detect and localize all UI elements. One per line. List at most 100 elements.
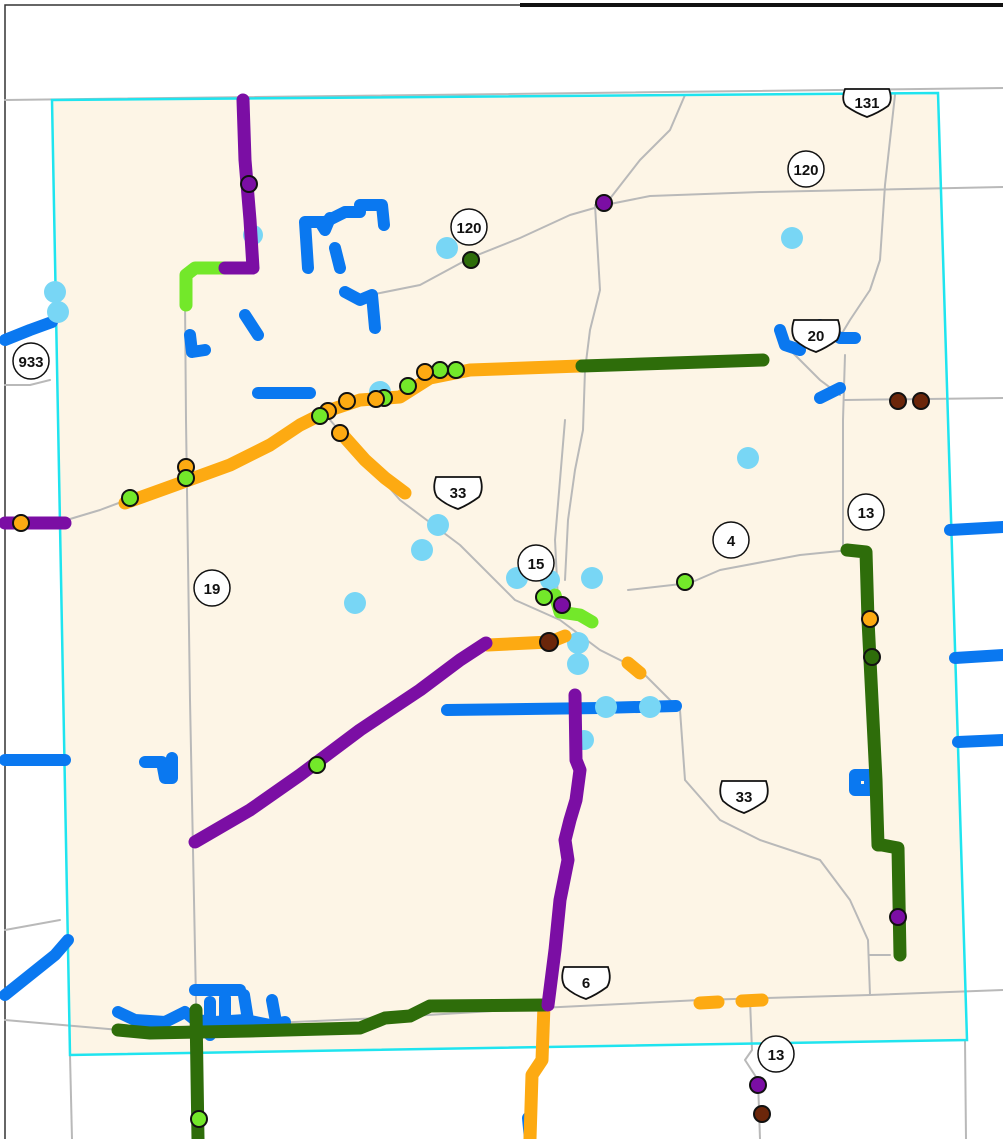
sr-13-label-south: 13 [768,1047,785,1064]
light-green-point [121,489,139,507]
sr-933-label: 933 [18,354,43,371]
road-north-a [604,94,686,206]
brown-point [539,632,559,652]
road-sr13-north [842,354,846,551]
light-blue-point [436,237,458,259]
blue-segment [239,309,264,341]
us-33-label-south: 33 [736,789,753,806]
sr-120-shield-west [450,208,488,246]
county-boundary [50,91,969,1057]
light-blue-point [581,567,603,589]
orange-point [416,363,434,381]
light-blue-point [47,301,69,323]
brown-point [912,392,930,410]
sr-120-shield-east [787,150,825,188]
sr-15-label: 15 [528,556,545,573]
light-green-point [447,361,465,379]
light-blue-point [595,696,617,718]
purple-segment [541,688,587,1012]
purple-point [749,1076,767,1094]
purple-point [889,908,907,926]
road-sr120 [369,186,1003,296]
light-green-point [431,361,449,379]
us-6-label: 6 [582,975,590,992]
light-blue-point [567,653,589,675]
sr-933-shield [12,342,50,380]
blue-segment [314,212,336,236]
road-sr13-south [744,999,761,1139]
road-center-ns-2 [554,419,566,601]
orange-segment [523,998,551,1139]
blue-segments [0,199,1003,1139]
road-sr4 [627,549,851,591]
brown-point [889,392,907,410]
us-33-label-north: 33 [450,485,467,502]
light-blue-point [411,539,433,561]
light-blue-point [567,632,589,654]
road-us131 [837,94,896,341]
dark-green-segment [840,543,907,962]
orange-point [367,390,385,408]
blue-segment [814,382,846,404]
sr-4-shield [712,521,750,559]
sr-120-label-east: 120 [793,162,818,179]
blue-segment [339,286,381,334]
blue-segment [0,934,74,1001]
road-south-col [69,1054,73,1139]
us-131-label: 131 [854,95,879,112]
us-33-shield-south [719,780,769,814]
sr-4-label: 4 [727,533,736,550]
light-blue-points [44,225,803,750]
us-20-shield [791,319,841,353]
light-green-point [535,588,553,606]
blue-segment [184,329,211,358]
road-sw-diag [4,919,61,931]
light-green-point [190,1110,208,1128]
light-blue-point [44,281,66,303]
us-131-shield [842,88,892,118]
blue-segment [774,324,806,356]
us-33-shield-north [433,476,483,510]
light-green-point [399,377,417,395]
orange-segment [333,425,412,500]
orange-point [338,392,356,410]
dark-green-point [863,648,881,666]
purple-point [595,194,613,212]
dark-green-segment [111,998,552,1040]
purple-segments [0,93,587,1012]
sr-19-label: 19 [204,581,221,598]
light-blue-point [344,592,366,614]
purple-segment [188,636,493,849]
orange-segment [735,993,769,1008]
sr-13-shield-south [757,1035,795,1073]
sr-120-label-west: 120 [456,220,481,237]
orange-segment [693,995,725,1010]
orange-segment [621,656,647,680]
us-route-shields [433,88,892,1000]
orange-point [861,610,879,628]
blue-segment [949,649,1003,664]
orange-point [12,514,30,532]
dark-green-point [462,251,480,269]
blue-segment [944,521,1003,536]
shield-labels: 120 120 933 13 4 15 19 13 131 20 33 33 6 [18,95,879,1064]
us-20-label: 20 [808,328,825,345]
light-green-segment [179,261,232,312]
sr-15-shield [517,544,555,582]
blue-segment [139,752,178,784]
point-markers [12,175,930,1128]
road-west-sr933 [4,379,51,386]
light-green-point [308,756,326,774]
blue-segment [354,199,390,231]
blue-segment [238,989,254,1026]
blue-segment [266,994,282,1028]
brown-point [753,1105,771,1123]
light-blue-point [781,227,803,249]
purple-point [240,175,258,193]
purple-segment [218,93,260,275]
light-blue-point [737,447,759,469]
light-green-point [311,407,329,425]
sr-13-shield-north [847,493,885,531]
purple-point [553,596,571,614]
